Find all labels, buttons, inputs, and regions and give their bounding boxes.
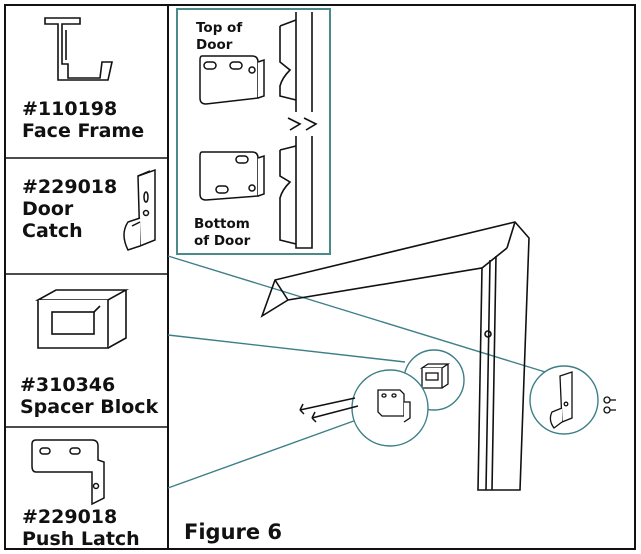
face-frame-profile-icon — [44, 17, 113, 81]
long-screws — [299, 397, 359, 423]
outer-border — [4, 4, 636, 550]
face-frame-part-number: #110198 — [22, 98, 118, 120]
leader-lines — [167, 255, 556, 489]
top-of-door-label-line1: Top of — [196, 20, 243, 36]
push-latch-callout — [351, 369, 429, 447]
door-edge-profile — [279, 12, 318, 249]
latch-top-of-door — [199, 55, 265, 105]
spacer-block-part-icon — [34, 289, 130, 349]
door-catch-part-name-line1: Door — [22, 198, 74, 220]
spacer-block-part-name: Spacer Block — [20, 396, 159, 418]
top-of-door-label-line2: Door — [196, 37, 233, 53]
bottom-of-door-label-line1: Bottom — [194, 216, 250, 232]
door-catch-part-name-line2: Catch — [22, 220, 83, 242]
figure-label: Figure 6 — [184, 520, 283, 544]
door-catch-part-icon — [123, 168, 156, 251]
push-latch-part-name: Push Latch — [22, 528, 140, 550]
small-screws — [603, 396, 616, 414]
spacer-block-part-number: #310346 — [20, 374, 116, 396]
push-latch-part-icon — [31, 439, 105, 506]
bottom-of-door-label-line2: of Door — [194, 233, 251, 249]
door-catch-callout — [529, 365, 599, 435]
door-detail-inset — [176, 8, 331, 255]
latch-bottom-of-door — [199, 151, 265, 201]
face-frame-assembly — [260, 221, 530, 491]
push-latch-part-number: #229018 — [22, 506, 118, 528]
door-catch-part-number: #229018 — [22, 176, 118, 198]
face-frame-part-name: Face Frame — [22, 120, 145, 142]
